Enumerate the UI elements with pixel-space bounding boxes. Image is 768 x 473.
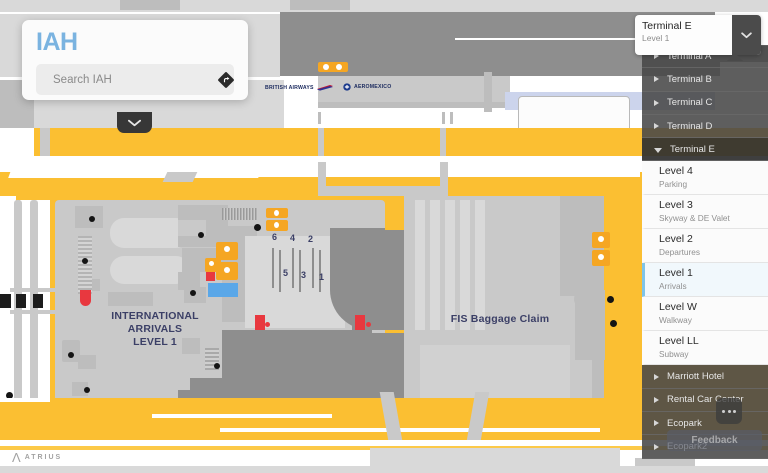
carousel-label-1: 1: [319, 272, 325, 282]
feedback-label: Feedback: [691, 435, 738, 446]
selected-terminal-label: Terminal E: [642, 20, 692, 32]
selector-header-text: Terminal E Level 1: [635, 15, 732, 55]
carousel-bar: [272, 248, 274, 288]
carousel-label-4: 4: [290, 233, 296, 243]
place-label: Marriott Hotel: [667, 371, 725, 383]
terminal-label: Terminal E: [670, 143, 715, 155]
place-label: Rental Car Center: [667, 394, 744, 406]
carousel-label-6: 6: [272, 232, 278, 242]
dropdown-item-level-1[interactable]: Level 1 Arrivals: [642, 263, 768, 298]
chevron-right-icon: [654, 76, 659, 83]
search-input[interactable]: [45, 73, 207, 86]
search-panel: IAH: [22, 20, 248, 100]
carousel-bar: [319, 250, 321, 292]
airline-logo-british-airways: BRITISH AIRWAYS: [265, 84, 333, 91]
level-description: Subway: [659, 349, 689, 360]
level-description: Arrivals: [659, 281, 687, 292]
chevron-down-icon: [741, 31, 752, 38]
chevron-right-icon: [654, 396, 659, 403]
dropdown-item-level-2[interactable]: Level 2 Departures: [642, 229, 768, 264]
level-name: Level LL: [659, 335, 699, 348]
chevron-right-icon: [654, 373, 659, 380]
dropdown-item-level-w[interactable]: Level W Walkway: [642, 297, 768, 332]
terminal-label: Terminal A: [667, 50, 712, 62]
dropdown-caret: [727, 53, 743, 61]
feedback-button[interactable]: Feedback: [667, 430, 762, 451]
dot: [722, 409, 725, 413]
atrius-mark-icon: Λ: [12, 450, 21, 465]
selector-dropdown-list[interactable]: Terminal A Terminal B Terminal C Termina…: [642, 45, 768, 459]
chevron-right-icon: [654, 99, 659, 106]
chevron-right-icon: [654, 420, 659, 427]
carousel-bar: [299, 250, 301, 292]
airline-logo-aeromexico: AEROMEXICO: [343, 83, 391, 91]
level-description: Skyway & DE Valet: [659, 213, 730, 224]
search-bar[interactable]: [36, 64, 234, 95]
dropdown-item-terminal-b[interactable]: Terminal B: [642, 68, 768, 92]
carousel-bar: [279, 250, 281, 292]
chevron-down-icon: [654, 147, 662, 153]
level-name: Level 2: [659, 233, 693, 246]
carousel-bar: [312, 248, 314, 288]
dropdown-item-terminal-d[interactable]: Terminal D: [642, 114, 768, 139]
terminal-label: Terminal C: [667, 97, 713, 109]
dropdown-item-level-4[interactable]: Level 4 Parking: [642, 161, 768, 196]
selector-toggle-button[interactable]: [732, 15, 761, 55]
terminal-level-selector: Terminal E Level 1: [635, 15, 761, 55]
more-options-button[interactable]: [716, 398, 742, 424]
aeromexico-eagle-icon: [343, 83, 351, 91]
dot: [727, 409, 731, 413]
airline-name-aeromexico: AEROMEXICO: [354, 84, 392, 90]
carousel-bar: [292, 248, 294, 288]
carousel-label-3: 3: [301, 270, 307, 280]
level-name: Level 4: [659, 165, 693, 178]
terminal-label: Terminal B: [667, 73, 712, 85]
level-description: Departures: [659, 247, 701, 258]
selected-level-label: Level 1: [642, 33, 670, 44]
carousel-label-5: 5: [283, 268, 289, 278]
chevron-down-icon: [128, 119, 141, 126]
dropdown-item-level-3[interactable]: Level 3 Skyway & DE Valet: [642, 195, 768, 230]
page-title: IAH: [36, 28, 78, 56]
atrius-wordmark: ATRIUS: [24, 454, 63, 461]
selector-header[interactable]: Terminal E Level 1: [635, 15, 761, 55]
collapse-panel-button[interactable]: [117, 112, 152, 133]
directions-button[interactable]: [217, 69, 235, 91]
british-airways-speedmarque-icon: [316, 85, 333, 91]
atrius-logo: Λ ATRIUS: [12, 451, 62, 464]
place-label: Ecopark: [667, 417, 702, 429]
dropdown-item-marriott-hotel[interactable]: Marriott Hotel: [642, 365, 768, 389]
level-description: Parking: [659, 179, 688, 190]
level-name: Level W: [659, 301, 697, 314]
carousel-label-2: 2: [308, 234, 314, 244]
level-name: Level 3: [659, 199, 693, 212]
chevron-right-icon: [654, 123, 659, 130]
dropdown-item-terminal-c[interactable]: Terminal C: [642, 91, 768, 115]
chevron-right-icon: [654, 53, 659, 60]
dropdown-item-level-ll[interactable]: Level LL Subway: [642, 331, 768, 366]
level-name: Level 1: [659, 267, 693, 280]
dropdown-item-rental-car-center[interactable]: Rental Car Center: [642, 388, 768, 413]
directions-icon: [218, 71, 234, 88]
dropdown-item-terminal-e[interactable]: Terminal E: [642, 138, 768, 162]
terminal-label: Terminal D: [667, 120, 713, 132]
level-description: Walkway: [659, 315, 692, 326]
airline-name-british-airways: BRITISH AIRWAYS: [265, 84, 314, 91]
chevron-right-icon: [654, 443, 659, 450]
dot: [733, 409, 736, 413]
